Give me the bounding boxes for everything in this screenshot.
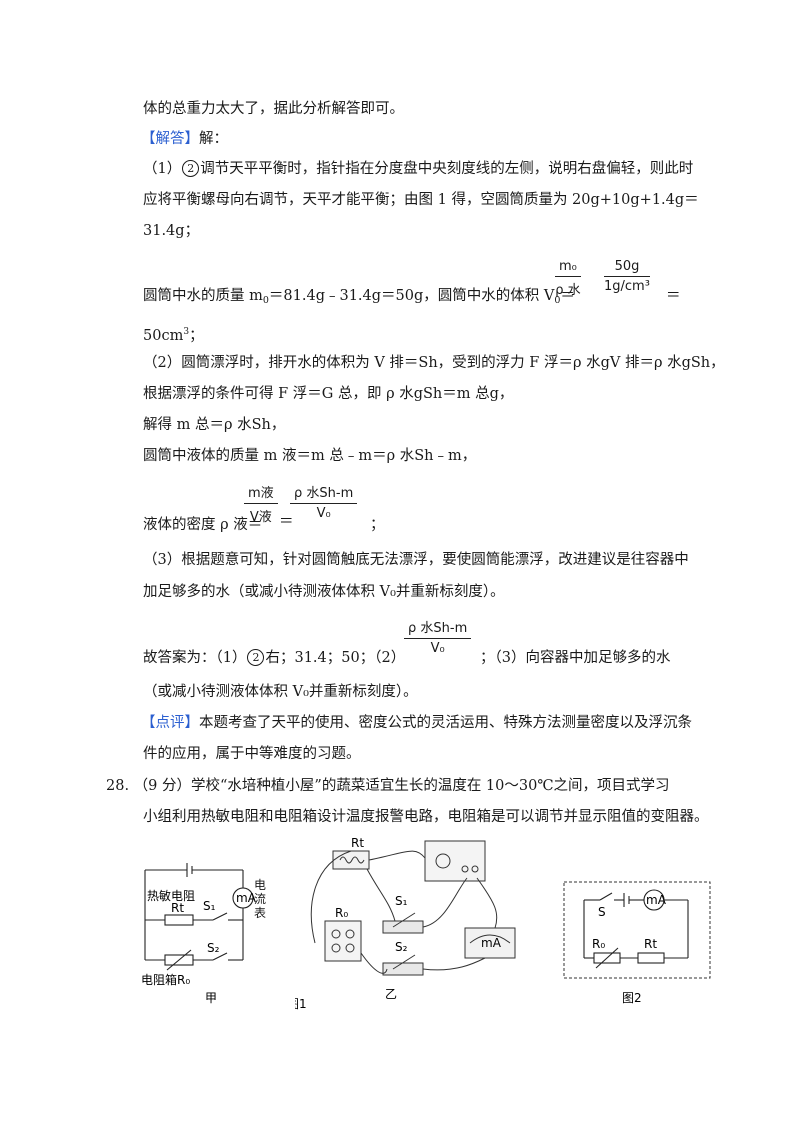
fig2-caption: 图2: [622, 991, 642, 1005]
fraction-50g-over-density: 50g 1g/cm³: [604, 259, 650, 294]
comment-line-a: 【点评】本题考查了天平的使用、密度公式的灵活运用、特殊方法测量密度以及浮沉条: [141, 713, 692, 733]
p1e-a: 50cm: [143, 328, 184, 344]
eq-sign-1: ＝: [666, 288, 681, 304]
yi-r0-label: R₀: [335, 906, 348, 920]
jia-meter-label: mA: [236, 891, 257, 905]
comment-rest: 本题考查了天平的使用、密度公式的灵活运用、特殊方法测量密度以及浮沉条: [199, 715, 692, 731]
fraction-mliquid-over-vliquid: m液 V液: [244, 482, 278, 525]
f5-num: ρ 水Sh-m: [404, 617, 472, 639]
part2-line-b: 根据漂浮的条件可得 F 浮＝G 总，即 ρ 水gSh＝m 总g，: [143, 386, 514, 402]
question-28-line-a: 28. （9 分）学校“水培种植小屋”的蔬菜适宜生长的温度在 10～30℃之间，…: [106, 778, 670, 794]
fraction-m0-over-rho: m₀ ρ 水: [555, 259, 581, 298]
p1e-sup: 3: [183, 327, 190, 337]
final-answer-tail: ；（3）向容器中加足够多的水: [480, 650, 671, 666]
answer-tag: 【解答】: [141, 131, 199, 147]
final-a: 故答案为：（1）: [143, 650, 247, 666]
part2-line-a: （2）圆筒漂浮时，排开水的体积为 V 排＝Sh，受到的浮力 F 浮＝ρ 水gV …: [143, 355, 725, 371]
yi-ma-label: mA: [481, 936, 502, 950]
f2-den: 1g/cm³: [604, 279, 650, 294]
yi-s1-label: S₁: [395, 894, 408, 908]
circuit-diagram-fig2: S mA R₀ Rt 图2: [563, 881, 711, 1005]
fig1-caption: 图1: [295, 997, 307, 1011]
answer-heading: 【解答】解：: [141, 129, 228, 149]
fraction-final: ρ 水Sh-m V₀: [404, 617, 472, 656]
answer-rest: 解：: [199, 131, 228, 147]
fig2-rt-label: Rt: [644, 937, 657, 951]
part3-line-a: （3）根据题意可知，针对圆筒触底无法漂浮，要使圆筒能漂浮，改进建议是往容器中: [143, 552, 689, 568]
yi-caption: 乙: [385, 987, 397, 1001]
comment-line-b: 件的应用，属于中等难度的习题。: [143, 746, 361, 762]
circled-2: 2: [182, 160, 200, 177]
yi-rt-label: Rt: [351, 836, 364, 850]
part1-line-d: 圆筒中水的质量 m0＝81.4g﹣31.4g＝50g，圆筒中水的体积 V0＝: [143, 286, 575, 311]
jia-s2-label: S₂: [207, 941, 220, 955]
circuit-diagram-jia: mA 热敏电阻 Rt S₁ S₂ 电阻箱R₀ 甲: [141, 863, 257, 1005]
fig2-r0-label: R₀: [592, 937, 605, 951]
f1-num: m₀: [555, 259, 581, 277]
f2-num: 50g: [604, 259, 650, 277]
p1d-sub1: 0: [554, 295, 561, 306]
p1a-post: 调节天平平衡时，指针指在分度盘中央刻度线的左侧，说明右盘偏轻，则此时: [200, 161, 694, 177]
eq-sign-2: ＝: [279, 514, 294, 530]
fig2-s-label: S: [598, 905, 606, 919]
jia-rt-label: Rt: [171, 901, 184, 915]
question-28-line-b: 小组利用热敏电阻和电阻箱设计温度报警电路，电阻箱是可以调节并显示阻值的变阻器。: [143, 809, 709, 825]
f3-num: m液: [244, 482, 278, 504]
p1d-c: ＝: [560, 288, 575, 304]
f4-num: ρ 水Sh-m: [290, 482, 358, 504]
jia-s1-label: S₁: [203, 899, 216, 913]
part1-line-e: 50cm3；: [143, 322, 204, 346]
apparatus-sketch-yi: Rt R₀ S₁ S₂ mA 乙 图1: [295, 836, 516, 1011]
p1e-b: ；: [189, 328, 204, 344]
f3-den: V液: [249, 510, 272, 525]
f1-den: ρ 水: [555, 283, 581, 298]
p1d-sub0: 0: [262, 295, 269, 306]
yi-s2-label: S₂: [395, 940, 408, 954]
line-1: 体的总重力太大了，据此分析解答即可。: [143, 101, 404, 117]
part2-line-d: 圆筒中液体的质量 m 液＝m 总﹣m＝ρ 水Sh﹣m，: [143, 448, 477, 464]
part1-line-b: 应将平衡螺母向右调节，天平才能平衡；由图 1 得，空圆筒质量为 20g+10g+…: [143, 192, 699, 208]
jia-caption: 甲: [205, 991, 217, 1005]
part3-line-b: 加足够多的水（或减小待测液体体积 V₀并重新标刻度）。: [143, 584, 505, 600]
p1d-a: 圆筒中水的质量 m: [143, 288, 263, 304]
f4-den: V₀: [316, 506, 331, 521]
part1-line-c: 31.4g；: [143, 223, 200, 239]
jia-meter-name: 电流表: [254, 878, 267, 920]
final-b: 右；31.4；50；（2）: [265, 650, 406, 666]
p1d-b: ＝81.4g﹣31.4g＝50g，圆筒中水的体积 V: [268, 288, 555, 304]
final-answer-line-2: （或减小待测液体体积 V₀并重新标刻度）。: [143, 684, 418, 700]
p1a-pre: （1）: [143, 161, 182, 177]
fig2-ma-label: mA: [646, 893, 667, 907]
part2-line-e: 液体的密度 ρ 液＝: [143, 517, 263, 533]
jia-thermistor-label: 热敏电阻: [147, 888, 195, 903]
semicolon-1: ；: [370, 517, 385, 533]
part2-line-c: 解得 m 总＝ρ 水Sh，: [143, 417, 286, 433]
circled-2-final: 2: [247, 649, 265, 666]
fraction-density-expression: ρ 水Sh-m V₀: [290, 482, 358, 521]
jia-box-label: 电阻箱R₀: [141, 972, 190, 987]
f5-den: V₀: [430, 641, 445, 656]
comment-tag: 【点评】: [141, 715, 199, 731]
